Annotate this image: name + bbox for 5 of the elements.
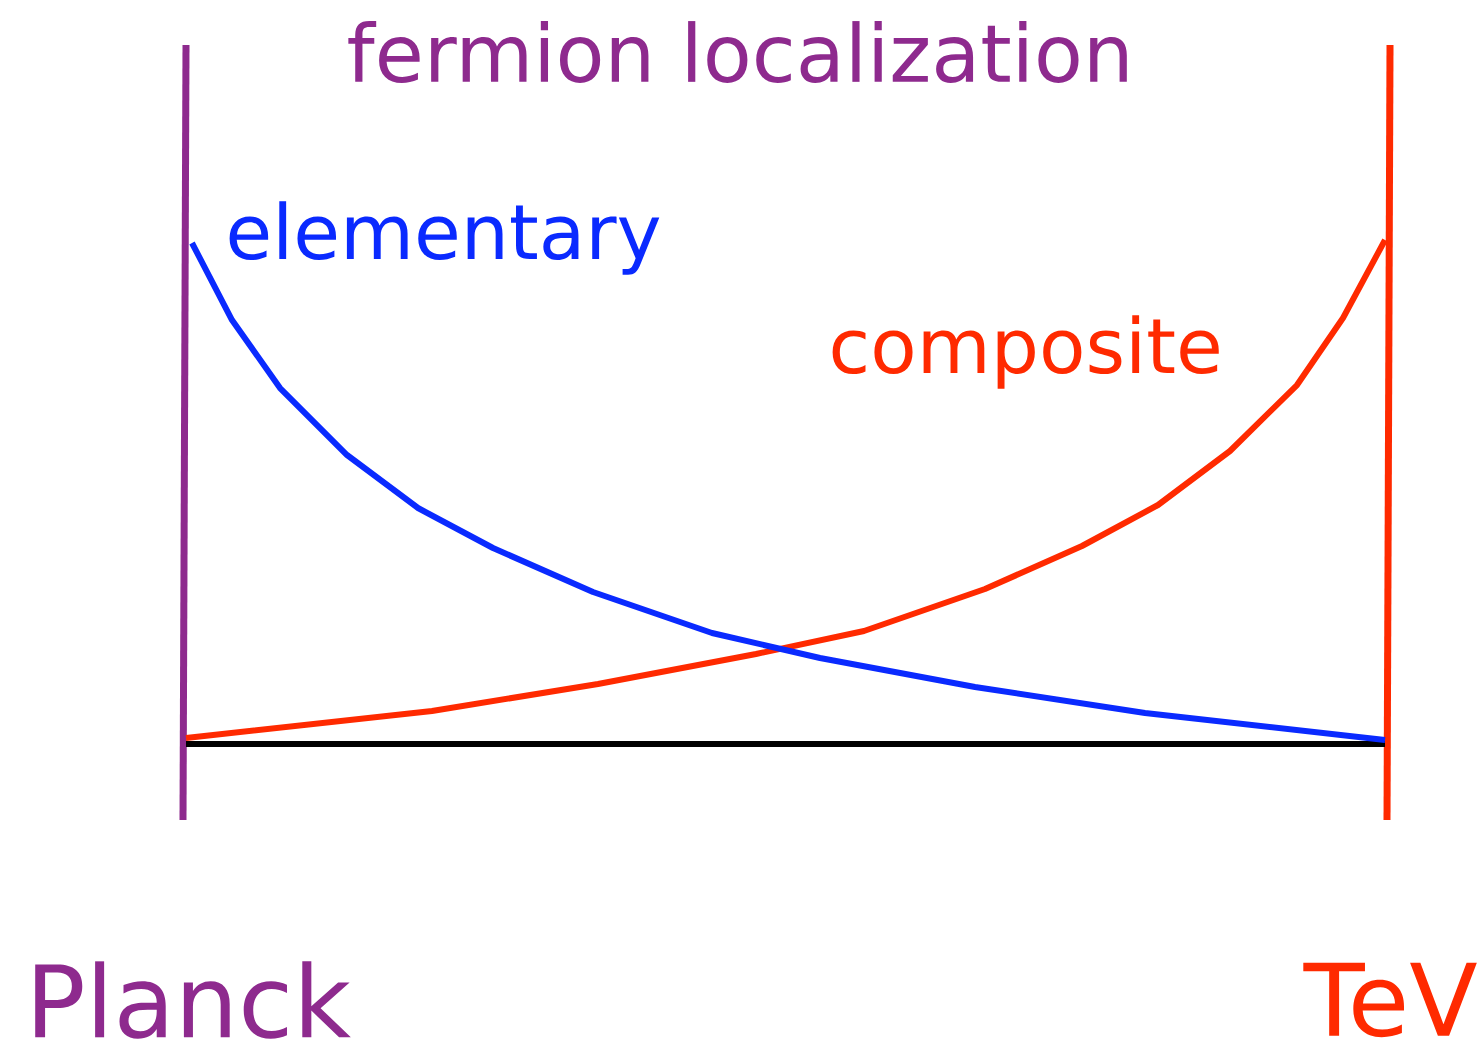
- curve-label: composite: [832, 315, 1219, 389]
- scale-label: TeV: [1303, 962, 1477, 1038]
- curve-label: elementary: [229, 201, 660, 275]
- scale-label: Planck: [35, 961, 351, 1039]
- title: fermion localization: [348, 21, 1127, 83]
